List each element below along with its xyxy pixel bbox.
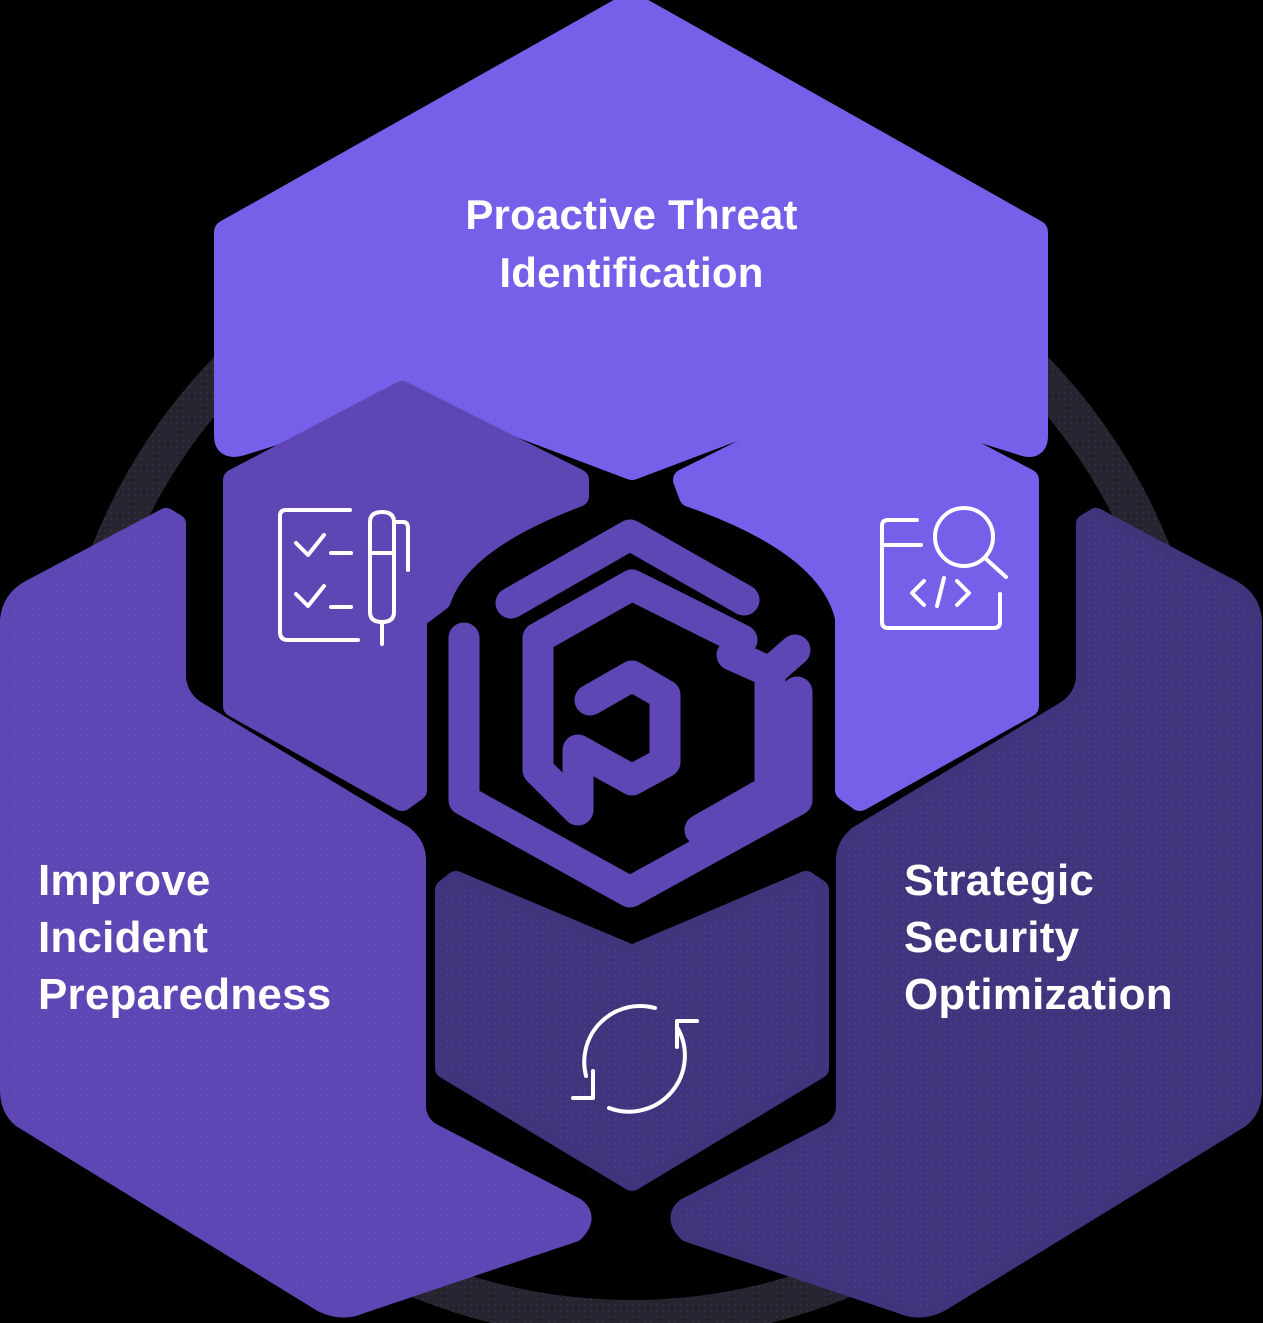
pillar-right-title-line-2: Security [904, 913, 1080, 962]
pillar-top-title-line-2: Identification [499, 249, 764, 296]
inner-face-upper-right [673, 381, 1039, 811]
pillar-left-title-line-3: Preparedness [38, 970, 332, 1019]
pillar-top-shape [214, 0, 1048, 480]
code-search-icon [880, 506, 1008, 630]
pillar-right-title-line-3: Optimization [904, 970, 1173, 1019]
pillar-right-shape [670, 508, 1262, 1318]
inner-face-upper-left [223, 381, 589, 811]
inner-face-bottom [435, 871, 829, 1191]
checklist-pen-icon [278, 508, 410, 646]
pillar-left-title-line-2: Incident [38, 913, 209, 962]
pillar-right-title: Strategic Security Optimization [904, 852, 1173, 1023]
pillar-right-title-line-1: Strategic [904, 856, 1095, 905]
pillar-left-title: Improve Incident Preparedness [38, 852, 331, 1023]
pillar-left-shape [0, 508, 592, 1318]
pillar-top-title: Proactive Threat Identification [0, 186, 1263, 302]
refresh-cycle-icon [571, 1004, 699, 1114]
pillar-top-title-line-1: Proactive Threat [465, 191, 798, 238]
maze-hexagon-logo-icon [448, 519, 813, 908]
pillar-left-title-line-1: Improve [38, 856, 211, 905]
